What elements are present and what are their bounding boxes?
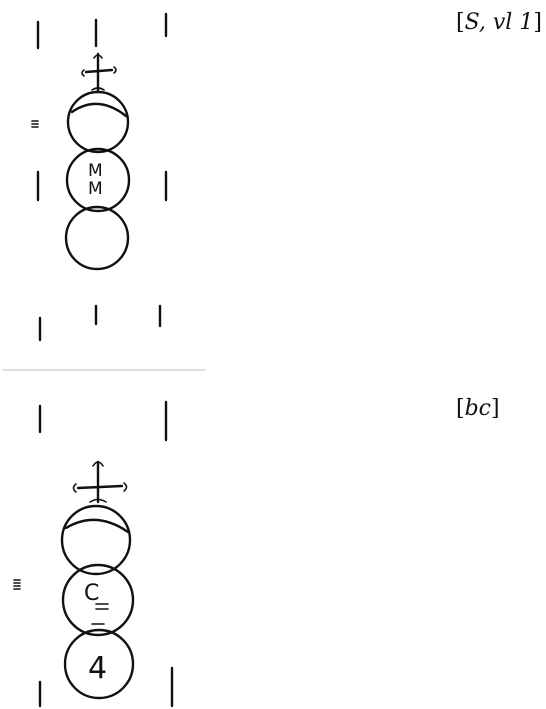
number-four: 4: [88, 651, 107, 686]
circle-icon: C: [61, 563, 135, 637]
circle-icon: 4: [63, 628, 135, 700]
watermark-top: M M: [31, 12, 168, 342]
label-top: [S, vl 1]: [456, 10, 542, 35]
circle-icon: M M: [65, 147, 131, 213]
chain-lines-bottom: [13, 400, 174, 708]
bracket-open: [: [456, 10, 465, 35]
chain-lines-top: [31, 12, 168, 342]
crescent-circle-icon: [66, 90, 130, 154]
circle-icon: [64, 205, 130, 271]
crescent-circle-icon: [60, 504, 132, 576]
cross-icon: [81, 52, 117, 94]
letter-m-lower: M: [88, 179, 103, 199]
watermark-bottom: C 4: [13, 400, 174, 708]
bracket-open: [: [456, 396, 465, 421]
label-bottom-text: bc: [464, 396, 491, 421]
letter-c: C: [84, 581, 99, 606]
bracket-close: ]: [491, 396, 500, 421]
label-top-text: S, vl 1: [464, 10, 534, 35]
bracket-close: ]: [533, 10, 542, 35]
letter-m-upper: M: [88, 161, 103, 181]
cross-icon: [72, 460, 128, 504]
label-bottom: [bc]: [456, 396, 500, 421]
